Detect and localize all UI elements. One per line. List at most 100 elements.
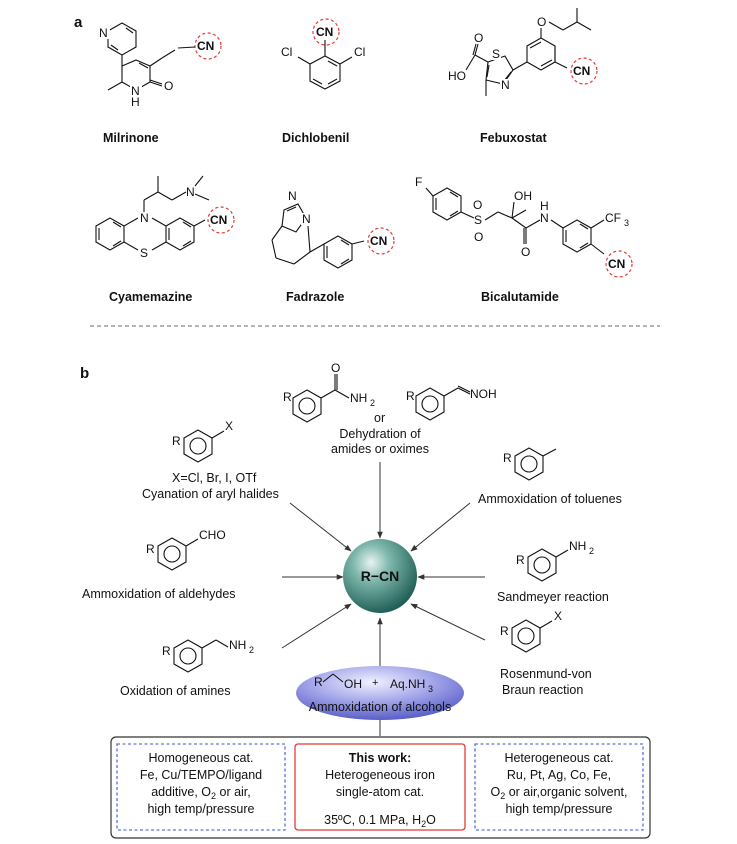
svg-text:2: 2 [370, 398, 375, 408]
svg-text:CF: CF [605, 211, 621, 225]
drug-name-febuxostat: Febuxostat [480, 131, 548, 145]
svg-text:Cl: Cl [354, 45, 365, 59]
svg-text:N: N [186, 185, 195, 199]
svg-text:O: O [473, 198, 482, 212]
route-dehydration-line1: Dehydration of [339, 427, 421, 441]
rosenmund-aryl-halide-structure: R X [500, 609, 562, 653]
alcohol-route-ellipse [296, 666, 464, 720]
svg-text:N: N [99, 26, 108, 40]
svg-text:S: S [474, 213, 482, 227]
svg-text:3: 3 [624, 218, 629, 228]
svg-text:OH: OH [514, 189, 532, 203]
route-toluenes-label: Ammoxidation of toluenes [478, 492, 622, 506]
bicalutamide-structure: X F S O O OH O N H CF 3 CN [415, 175, 633, 278]
svg-text:N: N [288, 189, 297, 203]
svg-text:R: R [172, 434, 181, 448]
amide-structure: R O NH 2 [283, 361, 375, 423]
homogeneous-line2: Fe, Cu/TEMPO/ligand [140, 768, 262, 782]
svg-text:S: S [492, 47, 500, 61]
route-aryl-halides-label: Cyanation of aryl halides [142, 487, 279, 501]
svg-text:CN: CN [370, 234, 387, 248]
svg-text:NH: NH [229, 638, 246, 652]
svg-text:H: H [131, 95, 140, 109]
svg-text:CN: CN [316, 25, 333, 39]
svg-text:R: R [516, 553, 525, 567]
milrinone-cn-highlight [194, 32, 222, 60]
panel-label-a: a [74, 14, 83, 31]
route-rosenmund-line1: Rosenmund-von [500, 667, 592, 681]
route-aryl-halides-condition: X=Cl, Br, I, OTf [172, 471, 257, 485]
product-sphere [343, 539, 417, 613]
svg-text:N: N [131, 84, 140, 98]
fadrazole-structure: N N CN [271, 189, 395, 269]
svg-text:OH: OH [344, 677, 362, 691]
cyamemazine-structure: N S CN N [95, 175, 235, 260]
svg-text:X: X [554, 609, 562, 623]
catalyst-comparison-box [110, 736, 651, 839]
route-amines-label: Oxidation of amines [120, 684, 230, 698]
svg-text:2: 2 [249, 645, 254, 655]
heterogeneous-line4: high temp/pressure [505, 802, 612, 816]
this-work-conditions: 35ºC, 0.1 MPa, H2O [324, 813, 436, 829]
heterogeneous-box [474, 743, 644, 831]
svg-text:O: O [331, 361, 340, 375]
homogeneous-line4: high temp/pressure [147, 802, 254, 816]
svg-text:R: R [500, 624, 509, 638]
dichlobenil-cn-highlight [312, 18, 340, 46]
svg-text:NOH: NOH [470, 387, 497, 401]
svg-text:R: R [503, 451, 512, 465]
svg-text:O: O [521, 245, 530, 259]
svg-text:Aq.NH: Aq.NH [390, 677, 425, 691]
svg-text:3: 3 [428, 684, 433, 694]
drug-name-fadrazole: Fadrazole [286, 290, 344, 304]
heterogeneous-title: Heterogeneous cat. [504, 751, 613, 765]
svg-text:O: O [474, 230, 483, 244]
panel-label-b: b [80, 365, 89, 382]
svg-text:R: R [283, 390, 292, 404]
aryl-halide-structure: R X [172, 419, 233, 463]
aniline-structure: R NH 2 [516, 539, 594, 582]
fadrazole-cn-highlight [367, 227, 395, 255]
febuxostat-cn-highlight [570, 57, 598, 85]
aldehyde-structure: R CHO [146, 528, 226, 571]
reaction-arrows [281, 462, 486, 668]
this-work-line3: single-atom cat. [336, 785, 424, 799]
svg-text:CN: CN [210, 213, 227, 227]
product-label: R−CN [361, 568, 400, 584]
svg-text:NH: NH [569, 539, 586, 553]
svg-text:O: O [537, 15, 546, 29]
svg-text:N: N [140, 211, 149, 225]
svg-text:CN: CN [197, 39, 214, 53]
svg-text:X: X [225, 419, 233, 433]
svg-text:H: H [540, 199, 549, 213]
this-work-line2: Heterogeneous iron [325, 768, 435, 782]
svg-text:CN: CN [573, 64, 590, 78]
svg-text:N: N [501, 78, 510, 92]
homogeneous-box [116, 743, 286, 831]
route-aldehydes-label: Ammoxidation of aldehydes [82, 587, 236, 601]
this-work-title: This work: [349, 751, 412, 765]
svg-text:F: F [415, 175, 422, 189]
drug-name-dichlobenil: Dichlobenil [282, 131, 349, 145]
svg-text:NH: NH [350, 391, 367, 405]
svg-text:+: + [372, 677, 378, 689]
svg-text:O: O [164, 79, 173, 93]
oxime-structure: R NOH [406, 385, 497, 421]
route-sandmeyer-label: Sandmeyer reaction [497, 590, 609, 604]
svg-text:Cl: Cl [281, 45, 292, 59]
homogeneous-title: Homogeneous cat. [149, 751, 254, 765]
benzylamine-structure: R NH 2 [162, 638, 254, 673]
heterogeneous-line2: Ru, Pt, Ag, Co, Fe, [507, 768, 611, 782]
svg-text:R: R [146, 542, 155, 556]
route-rosenmund-line2: Braun reaction [502, 683, 583, 697]
homogeneous-line3: additive, O2 or air, [151, 785, 251, 801]
heterogeneous-line3: O2 or air,organic solvent, [490, 785, 627, 801]
svg-text:HO: HO [448, 69, 466, 83]
svg-text:N: N [540, 211, 549, 225]
febuxostat-structure: S N O HO O CN [448, 8, 598, 96]
cyamemazine-cn-highlight [207, 206, 235, 234]
alcohol-structure: R OH + Aq.NH 3 [314, 673, 433, 694]
route-alcohols-label: Ammoxidation of alcohols [309, 700, 451, 714]
svg-text:2: 2 [589, 546, 594, 556]
